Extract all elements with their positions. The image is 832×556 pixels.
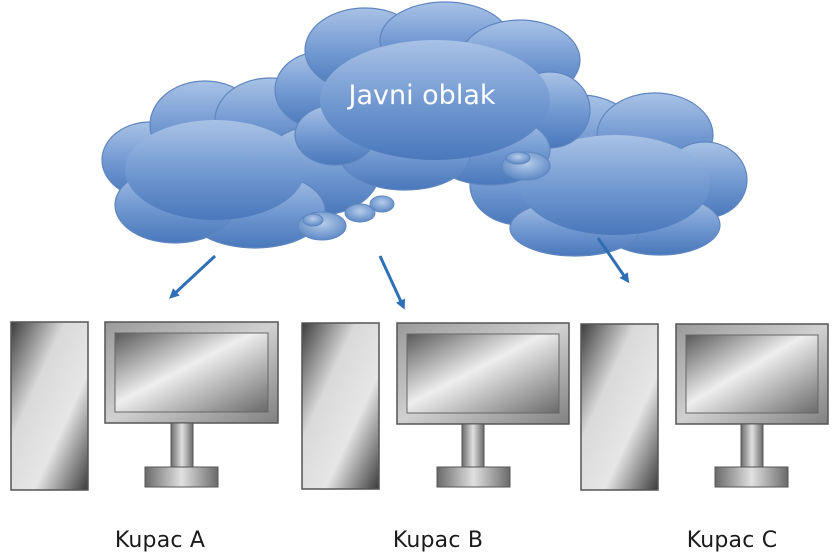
tower-a [10,321,89,491]
monitor-b-neck [461,423,485,468]
computer-c [580,323,829,491]
monitor-c-screen [685,334,819,414]
customer-label-a: Kupac A [114,528,206,553]
monitor-b-base [436,466,511,488]
tower-b [301,322,380,490]
customer-label-c: Kupac C [686,528,778,553]
cloud-title: Javni oblak [346,80,495,111]
tower-c [580,323,659,491]
arrow-to-kupac-c [596,237,630,284]
monitor-a-neck [170,422,194,468]
cloud-center [274,1,591,191]
arrow-to-kupac-b [378,255,406,310]
monitor-a-base [144,466,219,488]
monitor-c-neck [740,423,764,468]
monitor-a-screen [114,332,269,413]
monitor-c-base [714,466,789,488]
cloud-puffs [297,151,551,241]
customer-label-b: Kupac B [392,528,484,553]
monitor-b-screen [406,333,560,414]
computer-a [10,321,279,491]
computer-b [301,322,570,490]
arrow-to-kupac-a [169,254,217,299]
arrows [169,237,630,310]
